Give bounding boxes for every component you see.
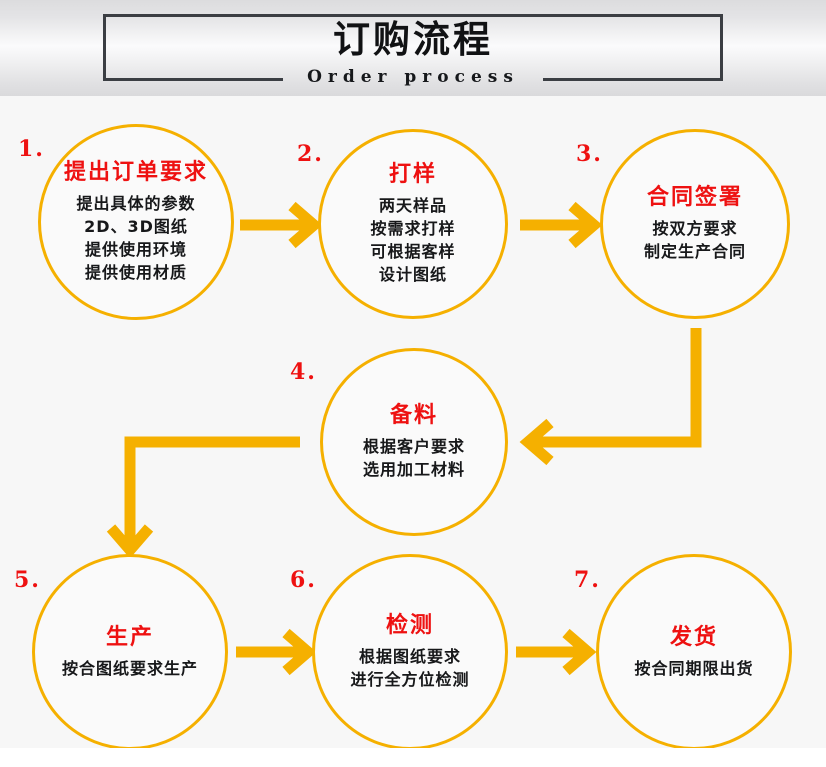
step-body-6: 根据图纸要求 进行全方位检测 <box>350 645 469 691</box>
step-title-7: 发货 <box>669 624 718 650</box>
step-line: 设计图纸 <box>378 265 447 284</box>
step-line: 2D、3D图纸 <box>84 217 188 236</box>
step-line: 按合图纸要求生产 <box>61 658 198 678</box>
step-title-2: 打样 <box>388 162 437 187</box>
step-circle-7[interactable]: 发货 按合同期限出货 <box>596 554 792 750</box>
page-title: 订购流程 <box>333 18 493 61</box>
title-frame-rule-left <box>103 78 283 81</box>
step-line: 根据客户要求 <box>362 437 465 456</box>
step-body-4: 根据客户要求 选用加工材料 <box>363 435 465 481</box>
step-line: 按合同期限出货 <box>634 658 754 678</box>
step-line: 按双方要求 <box>652 219 738 238</box>
step-body-2: 两天样品 按需求打样 可根据客样 设计图纸 <box>370 194 455 286</box>
step-body-3: 按双方要求 制定生产合同 <box>644 217 746 263</box>
step-line: 提供使用材质 <box>84 263 187 282</box>
step-circle-3[interactable]: 合同签署 按双方要求 制定生产合同 <box>600 129 790 319</box>
step-circle-4[interactable]: 备料 根据客户要求 选用加工材料 <box>320 348 508 536</box>
step-body-5: 按合图纸要求生产 <box>62 657 198 680</box>
arrow-step5-to-step6 <box>236 628 317 676</box>
step-line: 进行全方位检测 <box>350 670 470 689</box>
arrow-step6-to-step7 <box>516 628 597 676</box>
arrow-step4-to-step5 <box>106 436 300 559</box>
step-number-6: 6. <box>290 567 317 593</box>
step-line: 根据图纸要求 <box>358 647 461 666</box>
step-number-2: 2. <box>297 141 324 167</box>
step-number-1: 1. <box>18 136 45 162</box>
process-flow-diagram: 1. 提出订单要求 提出具体的参数 2D、3D图纸 提供使用环境 提供使用材质 … <box>0 96 826 750</box>
step-number-5: 5. <box>14 567 41 593</box>
arrow-step1-to-step2 <box>240 201 323 249</box>
connector-arrow-layer <box>106 201 702 676</box>
step-line: 两天样品 <box>378 196 447 215</box>
arrow-step2-to-step3 <box>520 201 603 249</box>
step-line: 可根据客样 <box>370 242 456 261</box>
step-line: 按需求打样 <box>370 219 456 238</box>
step-title-4: 备料 <box>389 403 438 428</box>
header-band: 订购流程 Order process <box>0 0 826 96</box>
step-body-7: 按合同期限出货 <box>634 657 753 680</box>
page-subtitle: Order process <box>307 67 519 87</box>
step-circle-2[interactable]: 打样 两天样品 按需求打样 可根据客样 设计图纸 <box>318 129 508 319</box>
step-body-1: 提出具体的参数 2D、3D图纸 提供使用环境 提供使用材质 <box>76 192 195 284</box>
step-circle-1[interactable]: 提出订单要求 提出具体的参数 2D、3D图纸 提供使用环境 提供使用材质 <box>38 124 234 320</box>
step-title-5: 生产 <box>105 624 154 650</box>
arrow-step3-to-step4 <box>519 328 702 466</box>
step-line: 选用加工材料 <box>362 460 465 479</box>
step-line: 提供使用环境 <box>84 240 187 259</box>
step-title-1: 提出订单要求 <box>63 160 208 185</box>
title-frame <box>103 14 723 81</box>
step-line: 制定生产合同 <box>643 242 746 261</box>
title-frame-rule-right <box>543 78 723 81</box>
footer-strip <box>0 748 826 767</box>
step-title-3: 合同签署 <box>646 185 743 210</box>
step-circle-6[interactable]: 检测 根据图纸要求 进行全方位检测 <box>312 554 508 750</box>
step-number-4: 4. <box>290 359 317 385</box>
step-circle-5[interactable]: 生产 按合图纸要求生产 <box>32 554 228 750</box>
step-title-6: 检测 <box>385 613 434 638</box>
step-line: 提出具体的参数 <box>76 194 196 213</box>
step-number-3: 3. <box>576 141 603 167</box>
step-number-7: 7. <box>574 567 601 593</box>
